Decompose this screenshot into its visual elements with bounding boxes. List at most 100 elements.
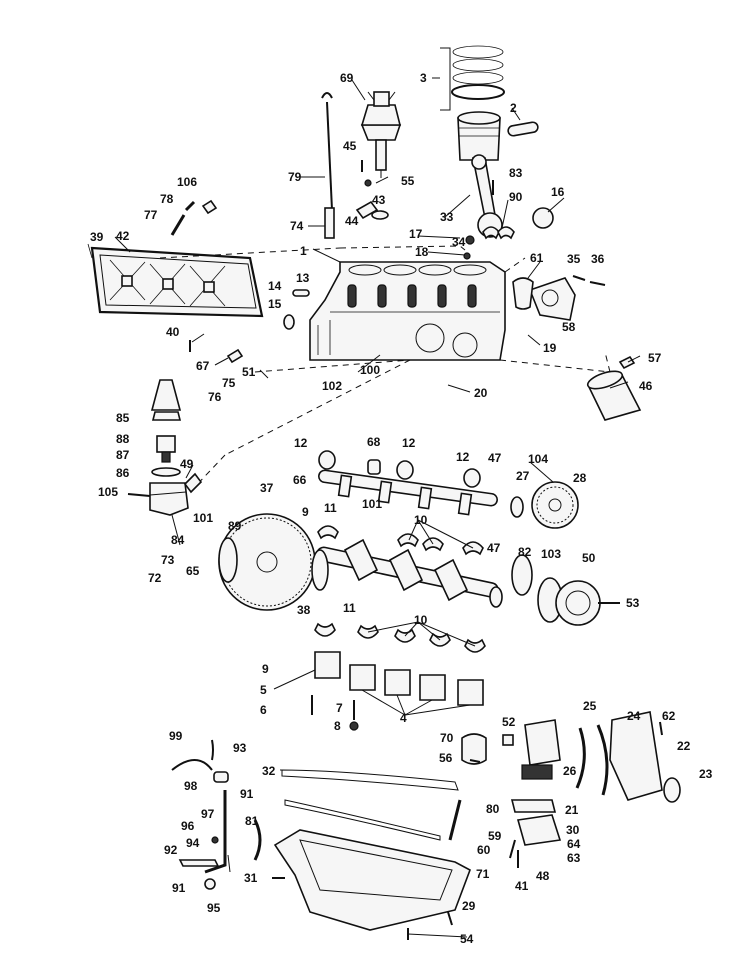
label-54: 54 [460,932,474,946]
dipstick [321,92,335,239]
label-18: 18 [415,245,429,259]
label-2: 2 [510,101,517,115]
label-99: 99 [169,729,183,743]
label-6: 6 [260,703,267,717]
label-101-left: 101 [193,511,213,525]
label-98: 98 [184,779,198,793]
label-20: 20 [474,386,488,400]
label-75: 75 [222,376,236,390]
label-10-lower: 10 [414,613,428,627]
label-65: 65 [186,564,200,578]
label-14: 14 [268,279,282,293]
small-left-parts [170,199,310,364]
label-67: 67 [196,359,210,373]
label-21: 21 [565,803,579,817]
fuel-pump-parts [127,379,203,516]
part-number-labels: 1 2 3 4 5 6 7 8 9 9 10 10 11 11 12 12 12… [90,71,713,946]
label-96: 96 [181,819,195,833]
label-57: 57 [648,351,662,365]
oil-pan [272,829,471,940]
label-28: 28 [573,471,587,485]
label-38: 38 [297,603,311,617]
label-23: 23 [699,767,713,781]
label-32: 32 [262,764,276,778]
label-62: 62 [662,709,676,723]
label-84: 84 [171,533,185,547]
label-72: 72 [148,571,162,585]
label-39: 39 [90,230,104,244]
label-78: 78 [160,192,174,206]
label-100: 100 [360,363,380,377]
label-76: 76 [208,390,222,404]
label-86: 86 [116,466,130,480]
label-3: 3 [420,71,427,85]
distributor-clamp [355,160,389,220]
label-104: 104 [528,452,548,466]
cam-bearings [318,450,481,488]
label-17: 17 [409,227,423,241]
label-85: 85 [116,411,130,425]
label-61: 61 [530,251,544,265]
label-70: 70 [440,731,454,745]
label-37: 37 [260,481,274,495]
piston [457,111,501,161]
label-102: 102 [322,379,342,393]
valve-cover [90,246,264,318]
label-68: 68 [367,435,381,449]
label-48: 48 [536,869,550,883]
label-83: 83 [509,166,523,180]
label-88: 88 [116,432,130,446]
rear-seal [218,537,238,583]
cam-gear [510,481,579,529]
distributor [360,91,402,178]
label-90: 90 [509,190,523,204]
main-caps [311,651,484,731]
label-59: 59 [488,829,502,843]
label-91-upper: 91 [240,787,254,801]
label-95: 95 [207,901,221,915]
label-91-lower: 91 [172,881,186,895]
label-81: 81 [245,814,259,828]
crank-gear-and-pulley [511,554,620,626]
label-12-left: 12 [294,436,308,450]
label-80: 80 [486,802,500,816]
label-1: 1 [300,244,307,258]
label-63: 63 [567,851,581,865]
label-50: 50 [582,551,596,565]
label-56: 56 [439,751,453,765]
label-105: 105 [98,485,118,499]
label-51: 51 [242,365,256,379]
label-25: 25 [583,699,597,713]
label-7: 7 [336,701,343,715]
oil-pan-gasket [281,769,459,841]
label-36: 36 [591,252,605,266]
leader-lines [114,79,641,938]
label-46: 46 [639,379,653,393]
label-40: 40 [166,325,180,339]
oil-filter [586,355,642,421]
label-106: 106 [177,175,197,189]
crankshaft [311,538,503,608]
label-44: 44 [345,214,359,228]
water-pump [512,275,606,321]
label-9-upper: 9 [302,505,309,519]
label-27: 27 [516,469,530,483]
main-bearings-lower [314,622,486,653]
piston-rings [432,45,505,111]
label-35: 35 [567,252,581,266]
label-42: 42 [116,229,130,243]
label-31: 31 [244,871,258,885]
label-43: 43 [372,193,386,207]
label-34: 34 [452,235,466,249]
label-12-right: 12 [456,450,470,464]
oil-pump-cover [509,799,562,868]
label-26: 26 [563,764,577,778]
label-87: 87 [116,448,130,462]
label-92: 92 [164,843,178,857]
label-69: 69 [340,71,354,85]
label-24: 24 [627,709,641,723]
rod-nuts [463,235,475,260]
valve-cover-gasket-line [87,243,93,259]
label-9-lower: 9 [262,662,269,676]
